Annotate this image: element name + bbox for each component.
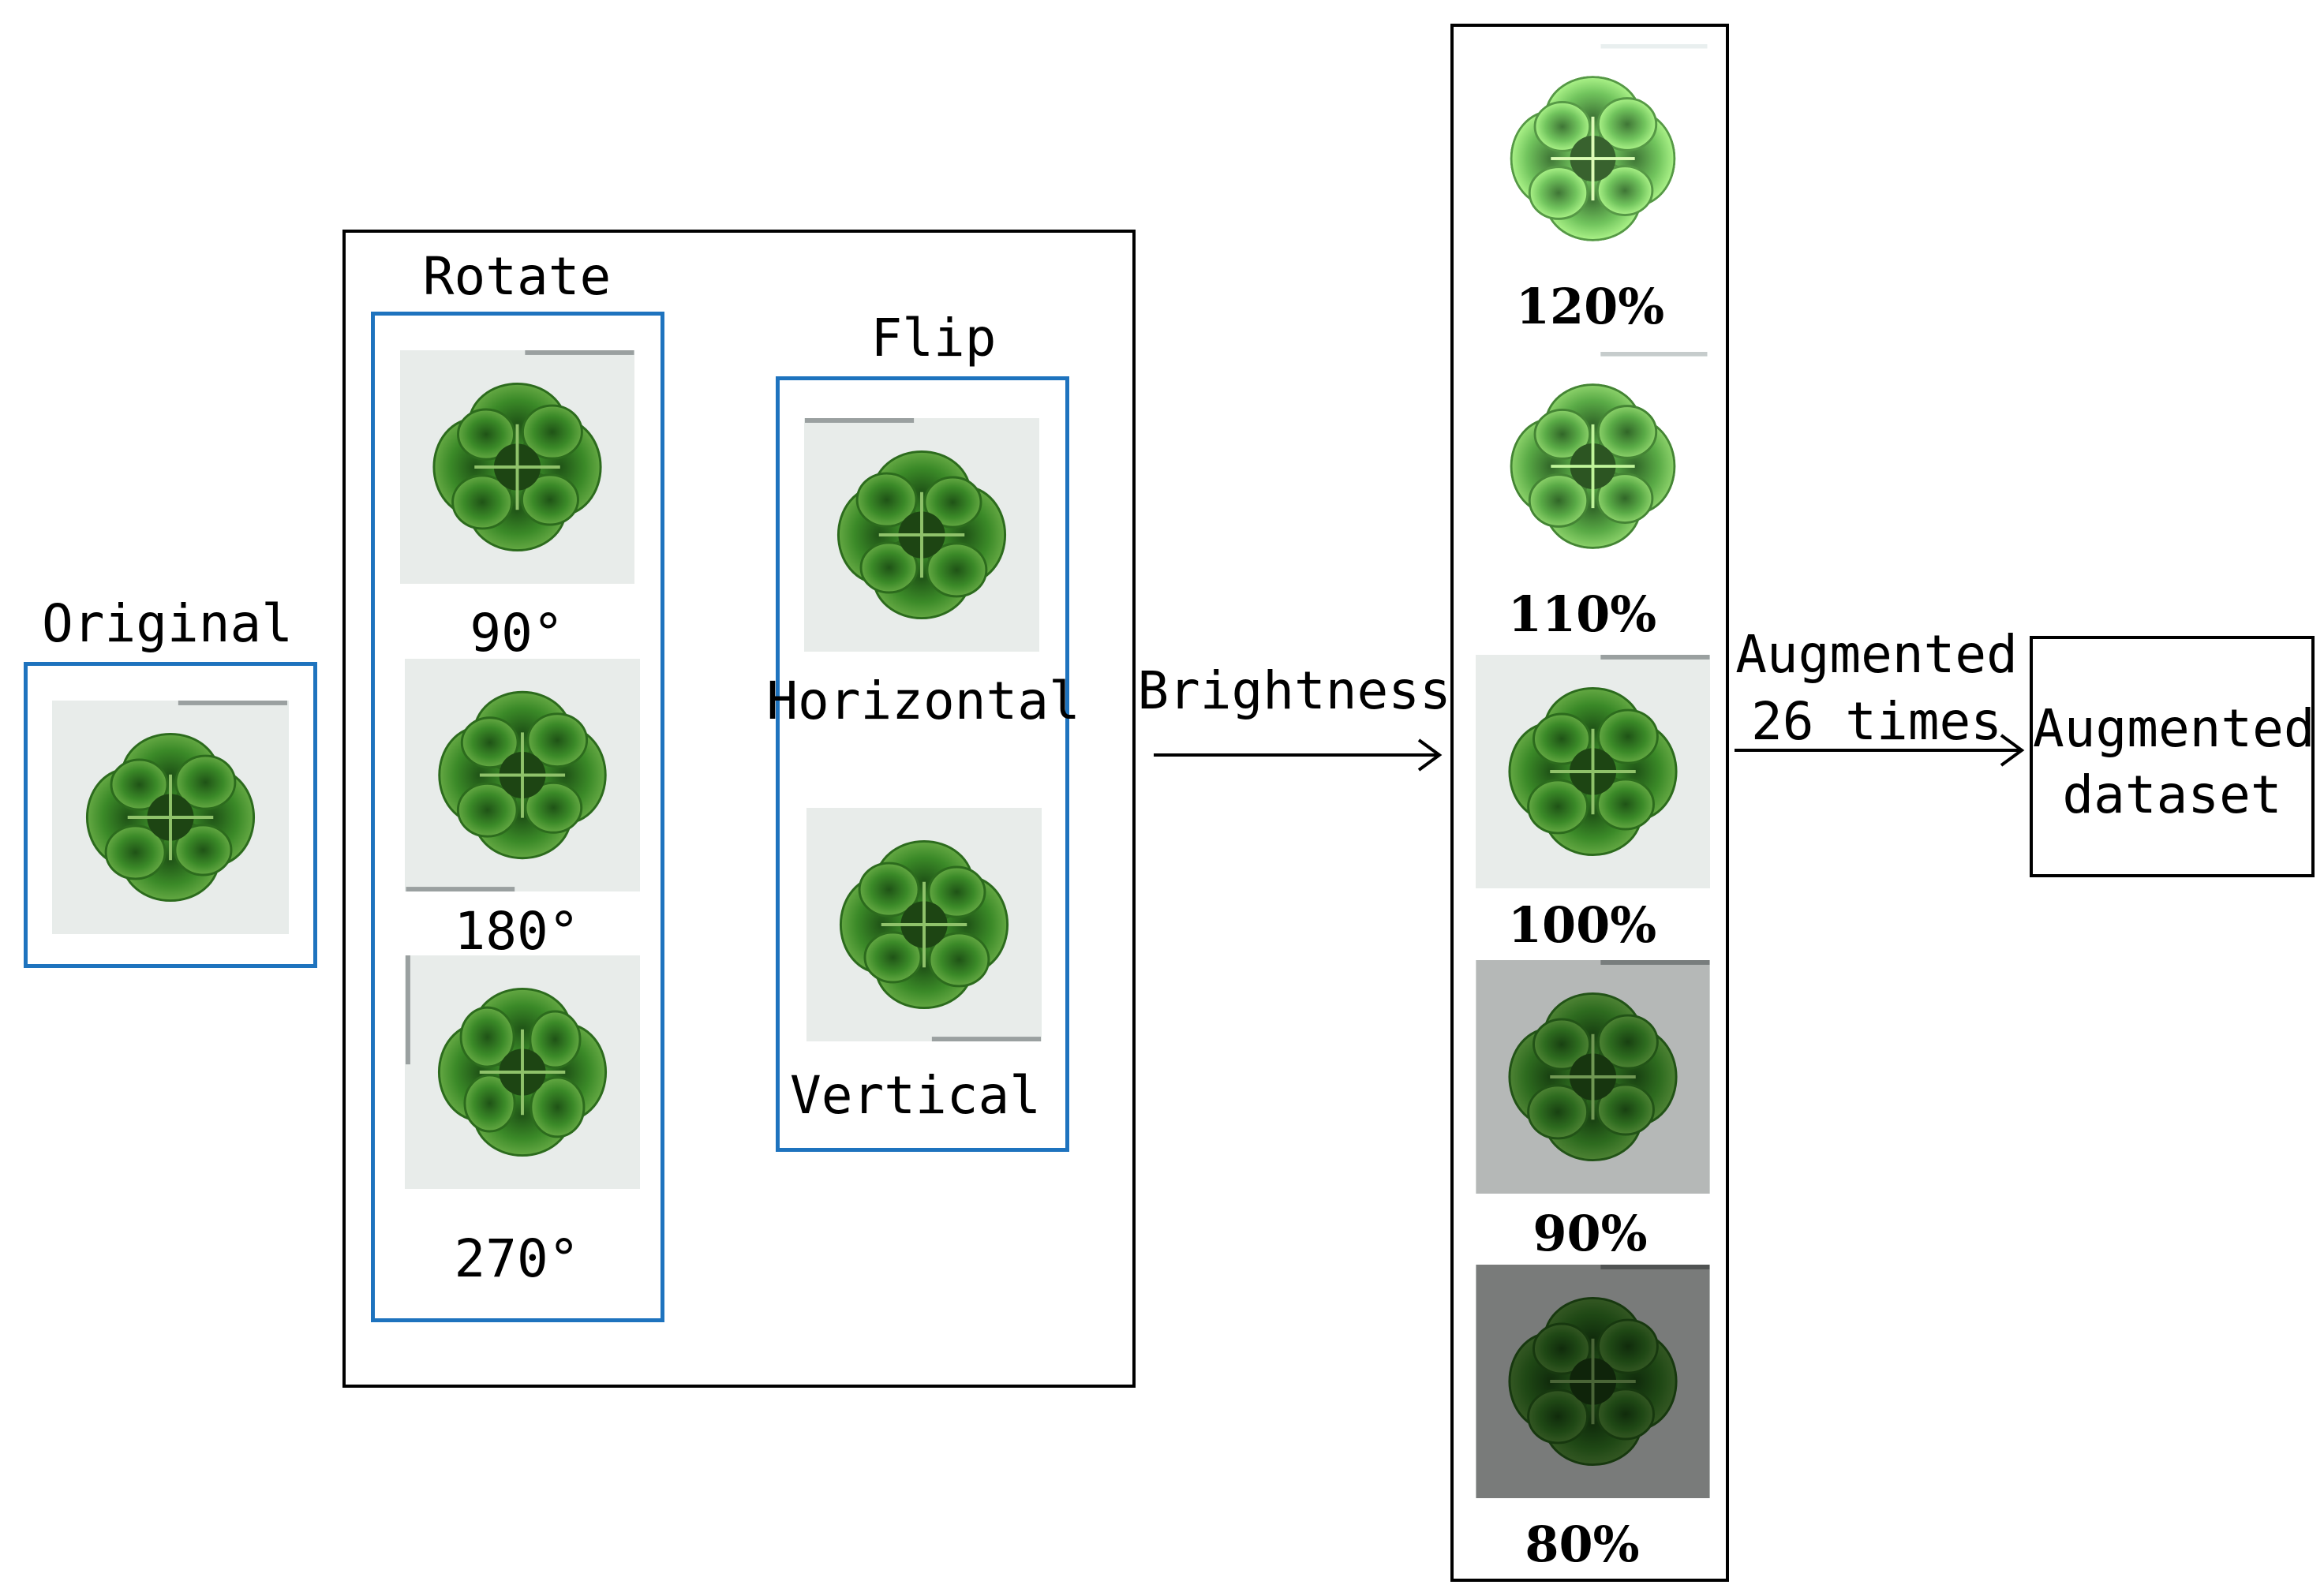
lettuce-image	[52, 701, 289, 934]
result-line2: dataset	[2062, 764, 2282, 826]
brightness-100-image	[1476, 655, 1710, 888]
result-line1: Augmented	[2033, 698, 2315, 759]
brightness-120-label: 120%	[1515, 278, 1665, 335]
brightness-110-label: 110%	[1507, 585, 1657, 643]
rotate-180-label: 180°	[454, 901, 580, 962]
rotate-group	[371, 312, 664, 1322]
flip-vertical-label: Vertical	[790, 1065, 1041, 1126]
original-group	[24, 662, 317, 968]
brightness-80-image	[1476, 1265, 1710, 1498]
rotate-270-image	[405, 955, 640, 1189]
brightness-90-label: 90%	[1532, 1205, 1648, 1262]
augment-arrow	[1735, 734, 2025, 767]
brightness-110-image	[1476, 352, 1710, 581]
rotate-180-image	[405, 659, 640, 891]
flip-horizontal-image	[804, 418, 1039, 652]
brightness-100-label: 100%	[1507, 896, 1657, 954]
rotate-270-label: 270°	[454, 1228, 580, 1289]
flip-group	[776, 376, 1069, 1152]
flip-label: Flip	[870, 308, 997, 368]
flip-horizontal-label: Horizontal	[766, 671, 1080, 731]
rotate-90-label: 90°	[470, 603, 564, 663]
brightness-80-label: 80%	[1525, 1516, 1640, 1573]
original-image	[52, 701, 289, 934]
original-label: Original	[42, 593, 293, 654]
augment-label-line2: 26 times	[1751, 691, 2002, 752]
brightness-label: Brightness	[1137, 660, 1451, 721]
brightness-frame	[1450, 24, 1729, 1582]
rotate-label: Rotate	[422, 246, 612, 307]
brightness-90-image	[1476, 960, 1710, 1194]
brightness-120-image	[1476, 44, 1710, 273]
flip-vertical-image	[806, 808, 1042, 1041]
brightness-arrow	[1154, 738, 1443, 772]
augment-label-line1: Augmented	[1735, 624, 2018, 685]
augmented-dataset-text: Augmented dataset	[2033, 696, 2315, 829]
geometric-transform-frame	[342, 230, 1136, 1388]
rotate-90-image	[400, 350, 634, 584]
augmented-dataset-box: Augmented dataset	[2030, 636, 2315, 877]
